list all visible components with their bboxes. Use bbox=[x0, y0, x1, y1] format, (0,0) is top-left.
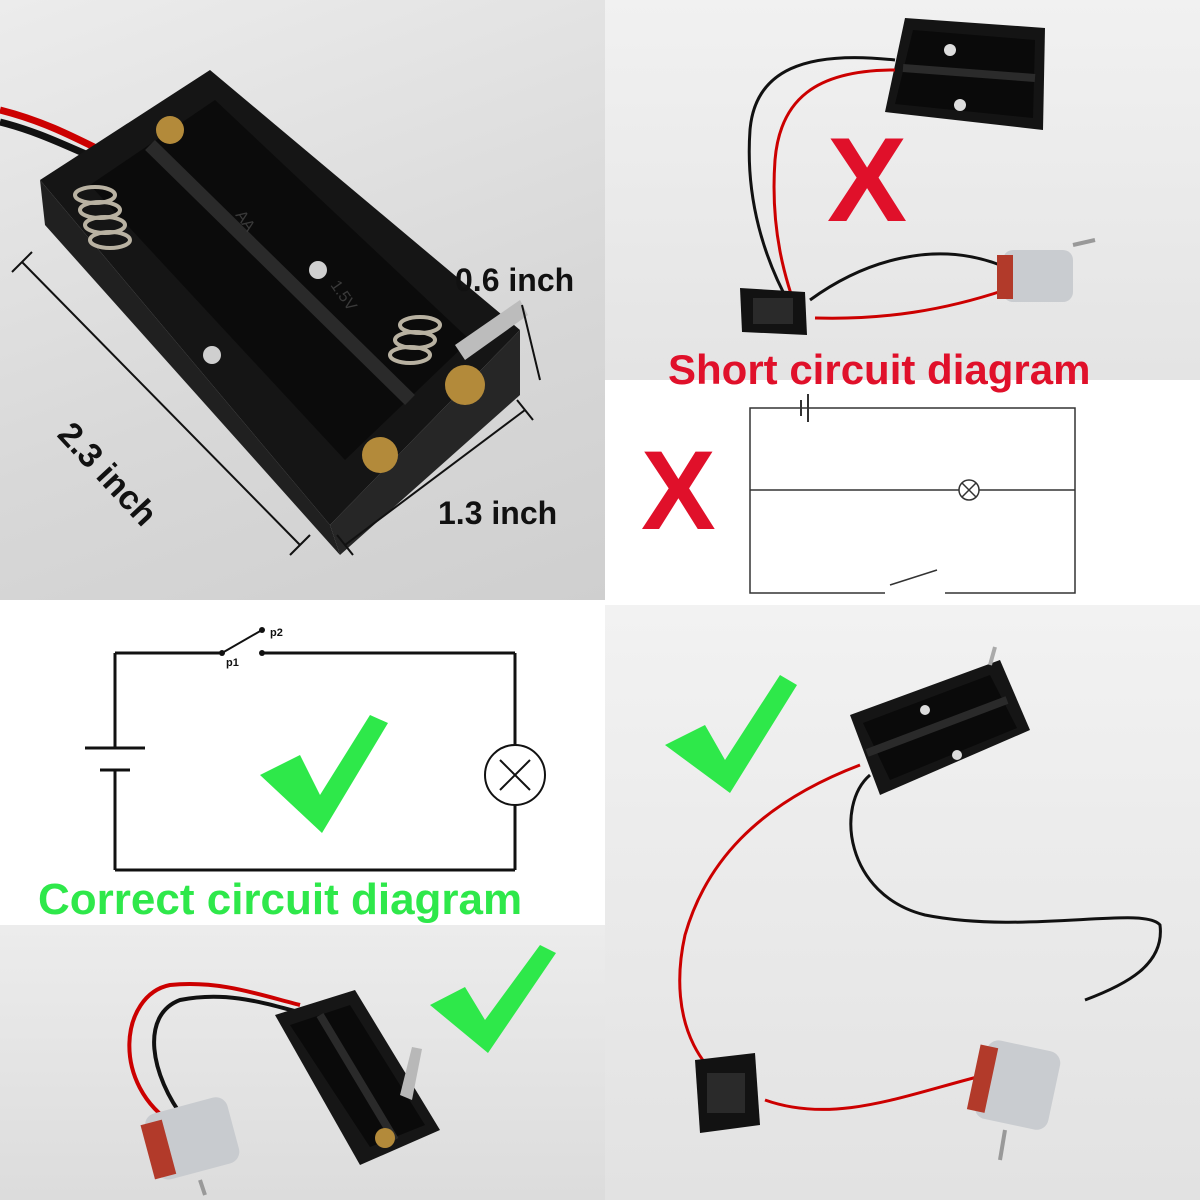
correct-circuit-photo-panel-right bbox=[605, 605, 1200, 1200]
short-circuit-photo-panel: X bbox=[605, 0, 1200, 380]
cross-mark-icon: X bbox=[641, 428, 716, 553]
short-circuit-photo bbox=[740, 18, 1096, 335]
correct-circuit-caption: Correct circuit diagram bbox=[38, 875, 523, 924]
correct-circuit-photo-right bbox=[665, 646, 1162, 1161]
cross-mark-icon: X bbox=[827, 113, 908, 247]
height-dimension-label: 0.6 inch bbox=[455, 262, 575, 298]
check-mark-icon bbox=[665, 675, 797, 793]
correct-circuit-photo-left bbox=[127, 945, 556, 1196]
short-circuit-diagram-panel: X bbox=[605, 380, 1200, 605]
correct-circuit-schematic bbox=[85, 627, 546, 872]
short-circuit-schematic bbox=[749, 394, 1076, 596]
switch-label-p1: p1 bbox=[226, 657, 239, 669]
battery-holder-dimensions-panel: AA 1.5V 0.6 inch 1.3 inch 2.3 inch bbox=[0, 0, 605, 600]
battery-holder-photo: AA 1.5V bbox=[0, 70, 541, 556]
short-circuit-caption: Short circuit diagram bbox=[668, 346, 1091, 393]
check-mark-icon bbox=[260, 715, 388, 833]
correct-circuit-diagram-panel: p1 p2 Correct circuit diagram bbox=[0, 605, 605, 925]
correct-circuit-photo-panel bbox=[0, 925, 605, 1200]
check-mark-icon bbox=[430, 945, 556, 1053]
width-dimension-label: 1.3 inch bbox=[438, 495, 558, 531]
switch-label-p2: p2 bbox=[270, 627, 283, 639]
